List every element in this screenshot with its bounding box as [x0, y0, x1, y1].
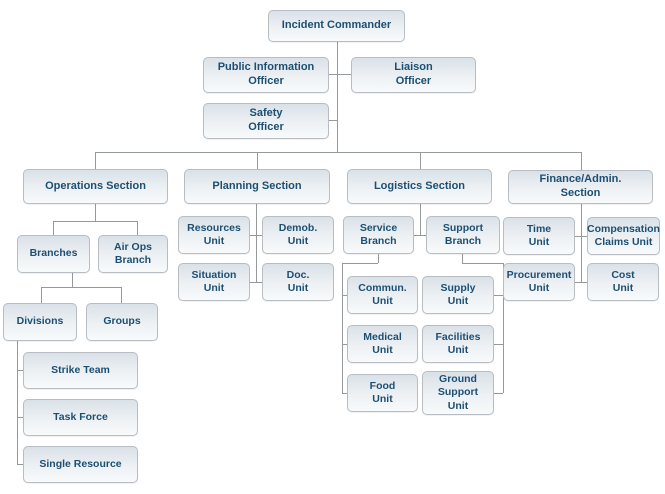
connector-line — [41, 287, 121, 288]
connector-line — [256, 235, 262, 236]
connector-line — [581, 236, 587, 237]
connector-line — [420, 204, 421, 235]
connector-line — [72, 273, 73, 287]
node-service-branch: Service Branch — [343, 216, 414, 254]
connector-line — [581, 204, 582, 282]
node-strike-team: Strike Team — [23, 352, 138, 389]
connector-line — [53, 221, 137, 222]
connector-line — [95, 152, 581, 153]
connector-line — [95, 152, 96, 169]
node-finance-admin-section: Finance/Admin. Section — [508, 170, 653, 204]
connector-line — [256, 204, 257, 282]
connector-line — [462, 263, 503, 264]
connector-line — [420, 235, 426, 236]
connector-line — [575, 282, 581, 283]
connector-line — [378, 254, 379, 263]
node-logistics-section: Logistics Section — [347, 169, 492, 204]
connector-line — [53, 221, 54, 235]
node-cost-unit: Cost Unit — [587, 263, 659, 301]
connector-line — [17, 464, 23, 465]
node-incident-commander: Incident Commander — [268, 10, 405, 42]
node-public-information-officer: Public Information Officer — [203, 57, 329, 93]
node-compensation-claims-unit: Compensation Claims Unit — [587, 217, 660, 255]
connector-line — [342, 344, 347, 345]
connector-line — [17, 370, 23, 371]
connector-line — [17, 341, 18, 465]
node-ground-support-unit: Ground Support Unit — [422, 371, 494, 415]
node-task-force: Task Force — [23, 399, 138, 436]
node-food-unit: Food Unit — [347, 374, 418, 412]
connector-line — [342, 393, 347, 394]
connector-line — [137, 221, 138, 235]
connector-line — [342, 295, 347, 296]
connector-line — [250, 235, 256, 236]
connector-line — [503, 263, 504, 393]
connector-line — [329, 74, 337, 75]
node-groups: Groups — [86, 303, 158, 341]
connector-line — [257, 152, 258, 169]
connector-line — [420, 152, 421, 169]
connector-line — [575, 236, 581, 237]
node-support-branch: Support Branch — [426, 216, 500, 254]
connector-line — [414, 235, 420, 236]
connector-line — [41, 287, 42, 303]
connector-line — [256, 282, 262, 283]
node-procurement-unit: Procurement Unit — [503, 263, 575, 301]
node-medical-unit: Medical Unit — [347, 325, 418, 363]
node-resources-unit: Resources Unit — [178, 216, 250, 254]
connector-line — [250, 282, 256, 283]
node-supply-unit: Supply Unit — [422, 276, 494, 314]
connector-line — [494, 295, 503, 296]
connector-line — [95, 204, 96, 221]
connector-line — [494, 344, 503, 345]
node-branches: Branches — [17, 235, 90, 273]
node-time-unit: Time Unit — [503, 217, 575, 255]
connector-line — [581, 152, 582, 170]
connector-line — [342, 263, 343, 393]
connector-line — [462, 254, 463, 263]
node-operations-section: Operations Section — [23, 169, 168, 204]
node-single-resource: Single Resource — [23, 446, 138, 483]
connector-line — [342, 263, 378, 264]
connector-line — [121, 287, 122, 303]
connector-line — [494, 393, 503, 394]
connector-line — [581, 282, 587, 283]
node-demob-unit: Demob. Unit — [262, 216, 334, 254]
node-divisions: Divisions — [3, 303, 77, 341]
node-liaison-officer: Liaison Officer — [351, 57, 476, 93]
node-air-ops-branch: Air Ops Branch — [98, 235, 168, 273]
connector-line — [337, 42, 338, 152]
node-situation-unit: Situation Unit — [178, 263, 250, 301]
node-commun-unit: Commun. Unit — [347, 276, 418, 314]
connector-line — [17, 417, 23, 418]
node-planning-section: Planning Section — [184, 169, 330, 204]
node-safety-officer: Safety Officer — [203, 103, 329, 139]
connector-line — [337, 74, 351, 75]
node-facilities-unit: Facilities Unit — [422, 325, 494, 363]
connector-line — [329, 120, 337, 121]
node-doc-unit: Doc. Unit — [262, 263, 334, 301]
